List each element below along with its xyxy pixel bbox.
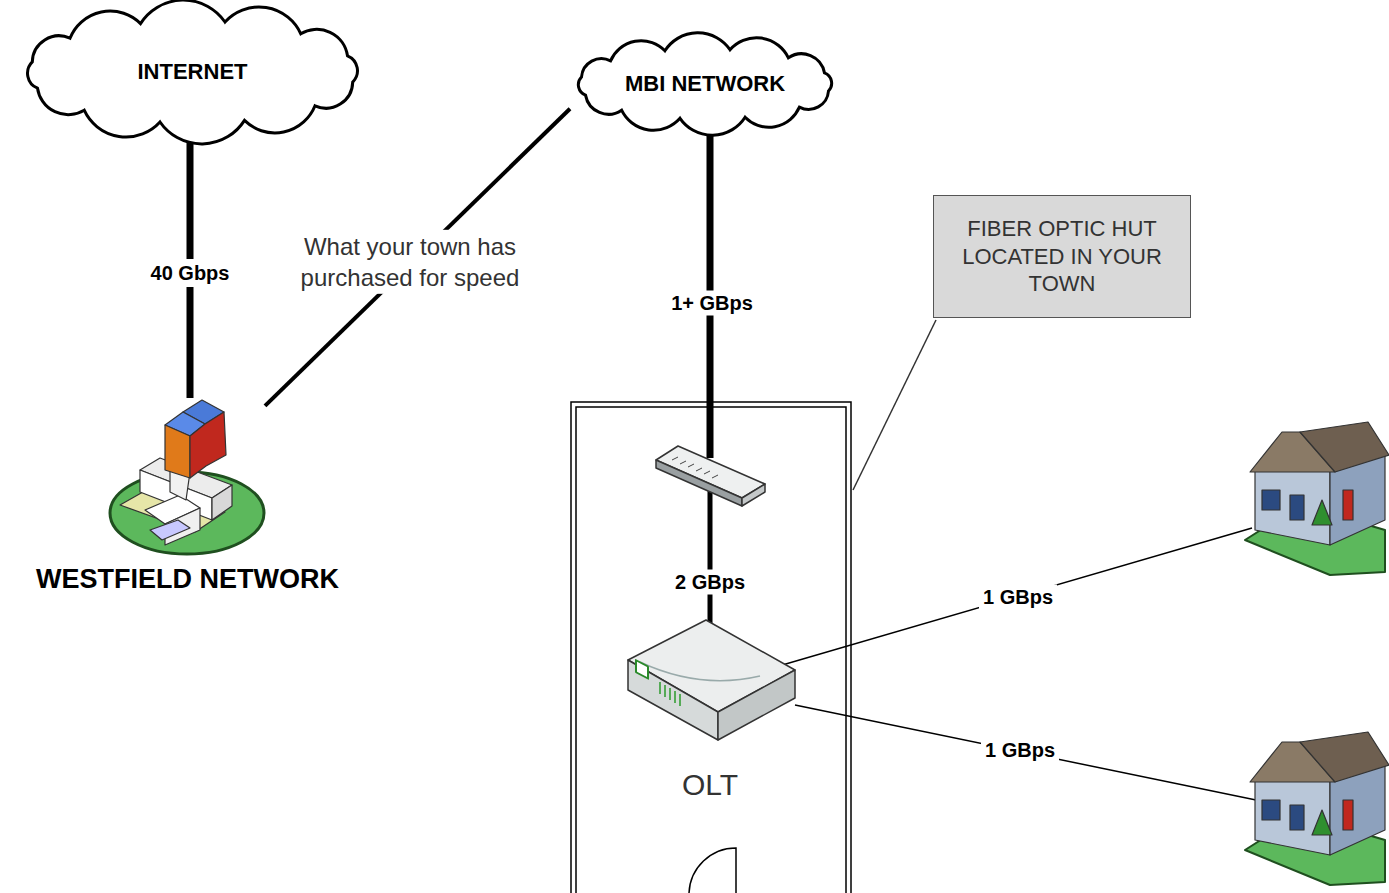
link-label: 40 Gbps bbox=[147, 259, 234, 287]
label-holder: OLT bbox=[682, 766, 738, 804]
switch-icon bbox=[656, 446, 765, 506]
speed-label: 1+ GBps bbox=[667, 291, 757, 316]
node-text: WESTFIELD NETWORK bbox=[36, 563, 339, 597]
node-text: FIBER OPTIC HUT LOCATED IN YOUR TOWN bbox=[944, 215, 1180, 298]
cloud-node: INTERNET bbox=[20, 12, 365, 132]
olt-to-house-link bbox=[795, 705, 1256, 800]
hut-door bbox=[686, 848, 738, 893]
switch-to-olt-link bbox=[708, 490, 713, 640]
link-label: What your town has purchased for speed bbox=[261, 230, 559, 294]
link-line bbox=[265, 109, 570, 406]
olt-to-house-link bbox=[772, 528, 1252, 668]
house-icon bbox=[1245, 422, 1389, 575]
speed-label: 2 GBps bbox=[671, 570, 749, 595]
node-text: INTERNET bbox=[138, 58, 248, 86]
node-text: OLT bbox=[682, 766, 738, 804]
speed-label: 1 GBps bbox=[981, 738, 1059, 763]
house-icon bbox=[1245, 732, 1389, 885]
network-site: WESTFIELD NETWORK bbox=[110, 398, 265, 555]
speed-label: 1 GBps bbox=[979, 585, 1057, 610]
node-text: MBI NETWORK bbox=[625, 70, 785, 98]
cloud-outline bbox=[570, 40, 840, 128]
link-line bbox=[187, 132, 194, 398]
town-building-icon bbox=[110, 400, 264, 554]
olt-device-icon bbox=[628, 620, 795, 740]
cloud-outline bbox=[20, 12, 365, 132]
olt-device: OLT bbox=[625, 618, 795, 740]
callout-box: FIBER OPTIC HUT LOCATED IN YOUR TOWN bbox=[933, 195, 1191, 318]
mbi-to-switch-link bbox=[707, 128, 714, 458]
fiber-hut bbox=[571, 402, 851, 893]
cloud-node: MBI NETWORK bbox=[570, 40, 840, 128]
leader-line bbox=[853, 320, 936, 490]
label-holder: WESTFIELD NETWORK bbox=[36, 563, 339, 597]
